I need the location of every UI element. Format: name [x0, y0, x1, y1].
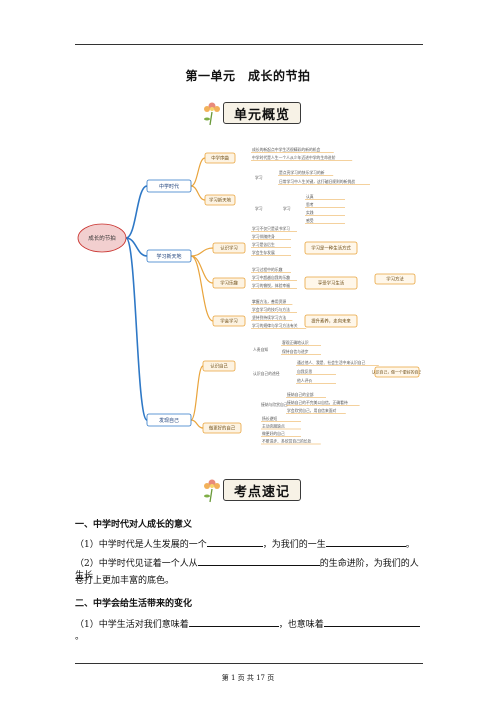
- mindmap-leaf: 实践: [306, 210, 314, 215]
- mindmap-root-node: [77, 223, 127, 253]
- mindmap-leaf: 通过他人、我是、社会生活中来认识自己: [297, 360, 366, 365]
- mindmap-leaf: 成长的新起点中学生活很精彩的新的机会: [252, 147, 321, 152]
- mindmap-side-note-box: [374, 366, 420, 378]
- mindmap-leaf: 不断进步、多欣赏自己的长处: [262, 439, 312, 444]
- mindmap-sub-label: 认识学习: [220, 245, 238, 252]
- mindmap-leaf: 感受: [306, 218, 314, 223]
- flower-icon: [201, 100, 223, 126]
- mindmap-leaf: 做更好的自己: [262, 431, 285, 436]
- mindmap-leaf: 扬长避短: [262, 416, 277, 421]
- mindmap-sub-label: 认识自己: [210, 363, 228, 370]
- section-heading: 一、中学时代对人成长的意义: [75, 520, 193, 530]
- mindmap-leaf: 保持自信与进步: [282, 349, 309, 354]
- key-points-label: 考点速记: [223, 479, 302, 501]
- mindmap-leaf: 学习伴随终身: [252, 234, 275, 239]
- mindmap-branch-label: 发现自己: [159, 417, 179, 424]
- key-points-badge: 考点速记: [201, 477, 302, 503]
- answer-blank[interactable]: [325, 537, 406, 547]
- mindmap-branch-label: 学习新天地: [156, 253, 181, 260]
- mindmap-note-box: [304, 241, 358, 255]
- mindmap-branch-label-box: [146, 179, 192, 193]
- mindmap-root-label: 成长的节拍: [88, 234, 116, 242]
- page-footer: 第 1 页 共 17 页: [221, 674, 275, 682]
- unit-overview-label: 单元概览: [223, 102, 302, 124]
- mindmap-leaf: 中学时代是人生一个人从少年迈进中学的生命进阶: [252, 155, 336, 160]
- mindmap-leaf: 掌握方法，善用资源: [252, 299, 286, 304]
- mindmap-leaf: 接纳自己的全部: [287, 392, 314, 397]
- mindmap-leaf: 他人评价: [297, 378, 312, 383]
- mindmap-note: 享受学习生活: [318, 280, 345, 287]
- mindmap-sub-label: 学习新天地: [209, 197, 232, 204]
- mindmap-node: 人贵自知: [253, 347, 268, 352]
- question-line: （1）中学时代是人生发展的一个，为我们的一生。: [75, 537, 425, 551]
- mindmap-node: 接纳与欣赏自己: [261, 402, 288, 407]
- mindmap-leaf: 学习的愉悦，体验幸福: [252, 283, 290, 288]
- mindmap-leaf: 是点亮学习的快乐学习的新: [279, 170, 325, 175]
- mindmap-leaf: 坚持到持续学习方法: [252, 315, 286, 320]
- mindmap-leaf: 主动克服缺点: [262, 424, 285, 429]
- mindmap-leaf: 学习不仅只是读书学习: [252, 226, 290, 231]
- mindmap-sub-label-box: [204, 194, 236, 206]
- mindmap-leaf: 接纳自己的不完美以自信，正确看待: [287, 400, 348, 405]
- mindmap-note-box: [304, 314, 358, 328]
- mindmap-sub-label: 做更好的自己: [209, 425, 236, 432]
- mindmap-leaf: 思考: [306, 202, 314, 207]
- mindmap-leaf: 学会生存发展: [252, 250, 275, 255]
- mindmap-sub-label: 学习乐趣: [220, 280, 238, 287]
- mindmap-node: 学习: [283, 206, 291, 211]
- mindmap-leaf: 日常学习中人生关键，这打破旧规则的新挑战: [279, 179, 355, 184]
- unit-overview-badge: 单元概览: [201, 100, 302, 126]
- flower-icon: [201, 477, 223, 503]
- mindmap-branch-label-box: [146, 249, 192, 263]
- mindmap-leaf: 学习是苦后生: [252, 242, 275, 247]
- mindmap-note: 提升素养，走向未来: [311, 318, 351, 325]
- mindmap-leaf: 学会学习的技巧与方法: [252, 307, 290, 312]
- mindmap-side-note-box: [374, 273, 416, 285]
- mindmap-leaf: 学会欣赏自己，用自信来面对: [287, 408, 337, 413]
- mindmap-side-note: 学习方法: [386, 276, 404, 283]
- mindmap-sub-label-box: [202, 360, 236, 372]
- mindmap-sub-label-box: [204, 152, 236, 164]
- answer-blank[interactable]: [206, 537, 263, 547]
- question-line: （2）中学时代见证着一个人从的生命进阶，为我们的人生长: [75, 556, 425, 582]
- mindmap-sub-label-box: [202, 422, 242, 434]
- mindmap-node: 认识自己的途径: [253, 371, 280, 376]
- mindmap-side-note: 认识自己，做一个更好的自己: [372, 369, 421, 374]
- footer-rule: [75, 663, 423, 664]
- mindmap-note: 学习是一种生活方式: [311, 245, 351, 252]
- answer-blank[interactable]: [188, 617, 279, 627]
- mindmap-leaf: 学习的规律与学习方法有关: [252, 323, 298, 328]
- answer-blank[interactable]: [197, 556, 320, 566]
- header-rule: [75, 44, 423, 45]
- mindmap-branch-label: 中学时代: [159, 183, 179, 190]
- section-heading: 二、中学会给生活带来的变化: [75, 599, 193, 609]
- question-line: （1）中学生活对我们意味着，也意味着。: [75, 617, 425, 643]
- mindmap-sub-label-box: [212, 242, 246, 254]
- page-title: 第一单元 成长的节拍: [185, 69, 311, 83]
- mindmap-leaf: 自我反思: [297, 369, 312, 374]
- mindmap-branch-label-box: [146, 413, 192, 427]
- mindmap-leaf: 学习过程中的乐趣: [252, 267, 283, 272]
- mindmap-sub-label: 中学序曲: [211, 155, 229, 162]
- mindmap-node: 学习: [255, 206, 263, 211]
- mindmap-leaf: 客观正确地认识: [282, 340, 309, 345]
- mindmap-node: 学习: [255, 175, 263, 180]
- mindmap-leaf: 学习中超越自我的乐趣: [252, 275, 290, 280]
- answer-blank[interactable]: [323, 617, 420, 627]
- mindmap-sub-label-box: [212, 277, 246, 289]
- mindmap-sub-label: 学会学习: [220, 318, 238, 325]
- question-line-continued: 卷打上更加丰富的底色。: [75, 576, 175, 586]
- mindmap-leaf: 认真: [306, 194, 314, 199]
- mindmap-sub-label-box: [212, 315, 246, 327]
- mindmap-note-box: [304, 276, 358, 290]
